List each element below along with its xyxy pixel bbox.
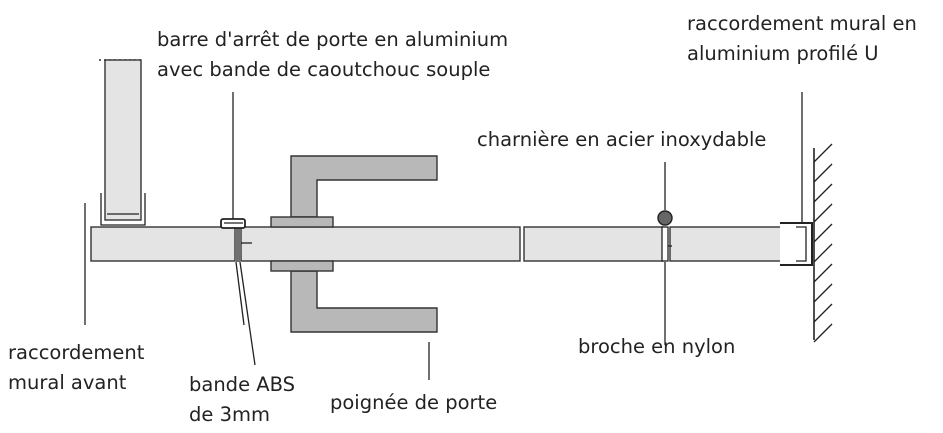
label-nylon-pin: broche en nylon	[578, 335, 735, 358]
door-stop-bar	[220, 92, 246, 229]
front-wall-panel	[99, 59, 146, 226]
label-wall-u-2: aluminium profilé U	[687, 42, 879, 65]
panel-middle	[523, 226, 665, 262]
door-handle	[270, 155, 438, 380]
wall-hatching	[813, 143, 833, 343]
label-door-stop-1: barre d'arrêt de porte en aluminium	[157, 28, 508, 51]
abs-strip	[235, 228, 256, 366]
panel-door	[240, 226, 521, 262]
label-front-wall-1: raccordement	[8, 341, 145, 364]
u-profile	[780, 92, 813, 266]
label-handle: poignée de porte	[330, 391, 497, 414]
panel-front	[90, 226, 236, 262]
label-door-stop-2: avec bande de caoutchouc souple	[157, 58, 490, 81]
hinge	[657, 162, 673, 345]
label-front-wall-2: mural avant	[8, 371, 127, 394]
partition-panels	[90, 226, 803, 262]
label-hinge: charnière en acier inoxydable	[477, 128, 766, 151]
label-wall-u-1: raccordement mural en	[687, 12, 917, 35]
label-abs-2: de 3mm	[189, 403, 270, 426]
label-abs-1: bande ABS	[189, 373, 295, 396]
